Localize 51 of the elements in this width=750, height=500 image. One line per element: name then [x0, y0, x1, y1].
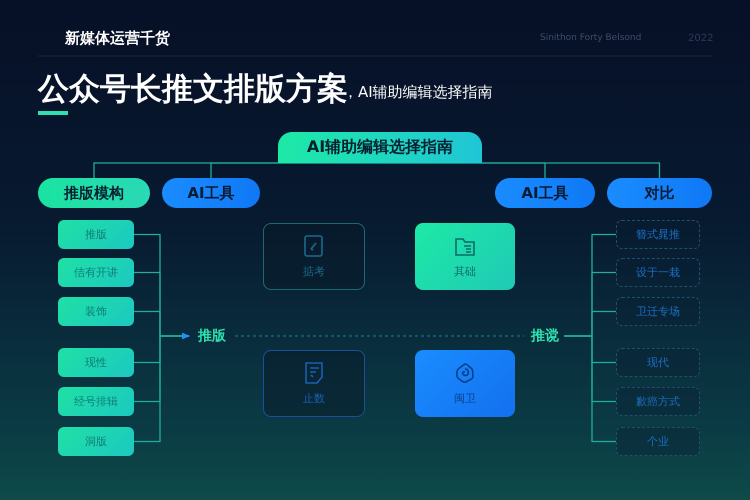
item-box — [58, 258, 134, 287]
arrow — [134, 332, 190, 442]
node-label: 现性 — [85, 355, 107, 370]
node-label: 止数 — [303, 391, 325, 406]
root-tab — [278, 132, 482, 163]
node-label: 装饰 — [85, 304, 107, 319]
item-box — [616, 258, 700, 287]
category-pill — [495, 178, 595, 208]
dashed-connector — [235, 335, 524, 337]
node-label: 推版模构 — [64, 184, 124, 202]
header-text: 新媒体运营千货 — [65, 29, 170, 48]
item-box — [616, 427, 700, 456]
flow-label: 推版 — [198, 327, 226, 345]
item-box — [616, 348, 700, 377]
node-label: 掂考 — [303, 264, 325, 279]
header-note: Sinithon Forty Belsond — [540, 33, 642, 43]
item-box — [616, 220, 700, 249]
item-box — [616, 297, 700, 326]
item-box — [58, 427, 134, 456]
category-pill — [607, 178, 712, 208]
node-label: 经号排辑 — [74, 394, 118, 409]
node-label: 卫迁专场 — [636, 304, 680, 319]
node-label: 洞版 — [85, 434, 107, 449]
node-label: 设于一栽 — [636, 265, 680, 280]
node-label: 其础 — [454, 264, 476, 279]
category-pill — [38, 178, 150, 208]
tool-card — [263, 350, 365, 417]
flow-label: 推谠 — [531, 327, 559, 345]
item-box — [58, 387, 134, 416]
item-box — [616, 387, 700, 416]
node-label: 闽卫 — [454, 391, 476, 406]
node-label: 对比 — [644, 184, 674, 202]
tool-card — [415, 223, 515, 290]
node-label: 现代 — [647, 355, 669, 370]
tool-card — [415, 350, 515, 417]
node-label: 推版 — [85, 227, 107, 242]
item-box — [58, 297, 134, 326]
connector-line — [210, 162, 381, 178]
connector-line — [564, 335, 616, 442]
item-box — [58, 348, 134, 377]
node-label: AI工具 — [187, 184, 235, 202]
connector-line — [379, 162, 660, 178]
node-label: 佶有开讲 — [74, 265, 118, 280]
node-label: 簪式晁推 — [636, 227, 680, 242]
category-pill — [162, 178, 260, 208]
node-label: 个业 — [647, 434, 669, 449]
tool-card — [263, 223, 365, 290]
node-label: AI辅助编辑选择指南 — [306, 137, 454, 158]
item-box — [58, 220, 134, 249]
node-label: AI工具 — [521, 184, 569, 202]
node-label: 歉癌方式 — [636, 394, 680, 409]
